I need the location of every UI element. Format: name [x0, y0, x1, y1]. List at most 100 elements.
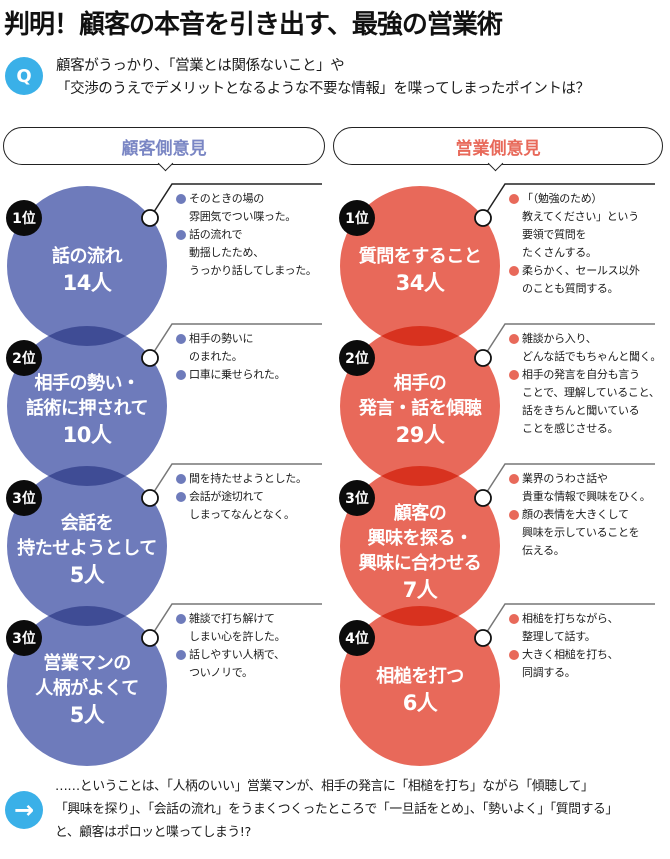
opinion-item: 相手の発言を自分も言うことで、理解していること、話をきちんと聞いていることを感じ…	[509, 366, 660, 438]
conclusion-line: ……ということは、「人柄のいい」営業マンが、相手の発言に「相槌を打ち」ながら「傾…	[55, 779, 594, 794]
rank-label: 相手の勢い・話術に押されて 10人	[7, 371, 167, 449]
rank-circle	[340, 186, 500, 346]
arrow-right-icon: →	[5, 791, 43, 829]
bullet-dot-icon	[509, 266, 519, 276]
opinion-list: 相槌を打ちながら、整理して話す。大きく相槌を打ち、同調する。	[509, 610, 655, 682]
connector-dot	[141, 209, 159, 227]
rank-circle	[340, 606, 500, 766]
conclusion-text: ……ということは、「人柄のいい」営業マンが、相手の発言に「相槌を打ち」ながら「傾…	[55, 775, 667, 844]
opinion-text: 大きく相槌を打ち、同調する。	[522, 648, 619, 679]
opinion-text: 雑談で打ち解けてしまい心を許した。	[189, 612, 286, 643]
opinion-text: 相手の発言を自分も言うことで、理解していること、話をきちんと聞いていることを感じ…	[522, 368, 660, 435]
conclusion-line: 「興味を探り」、「会話の流れ」をうまくつくったところで「一旦話をとめ」、「勢いよ…	[55, 802, 618, 817]
opinion-list: 雑談で打ち解けてしまい心を許した。話しやすい人柄で、ついノリで。	[176, 610, 322, 682]
opinion-text: 「（勉強のため）教えてください」という要領で質問をたくさんする。	[522, 192, 639, 259]
bullet-dot-icon	[176, 650, 186, 660]
bullet-dot-icon	[509, 614, 519, 624]
rank-label-line: 顧客の	[393, 502, 447, 524]
opinion-item: 柔らかく、セールス以外のことも質問する。	[509, 262, 655, 298]
rank-badge: 2位	[6, 340, 42, 376]
rank-circle	[340, 326, 500, 486]
opinion-item: そのときの場の雰囲気でつい喋った。	[176, 190, 322, 226]
rank-badge: 2位	[339, 340, 375, 376]
opinion-text: 相槌を打ちながら、整理して話す。	[522, 612, 619, 643]
opinion-text: そのときの場の雰囲気でつい喋った。	[189, 192, 296, 223]
opinion-item: 雑談で打ち解けてしまい心を許した。	[176, 610, 322, 646]
connector-dot	[474, 489, 492, 507]
opinion-text: 柔らかく、セールス以外のことも質問する。	[522, 264, 640, 295]
opinion-item: 会話が途切れてしまってなんとなく。	[176, 488, 322, 524]
question-line: 「交渉のうえでデメリットとなるような不要な情報」を喋ってしまったポイントは？	[56, 81, 590, 97]
connector-line	[149, 463, 322, 499]
opinion-text: 話の流れで動揺したため、うっかり話してしまった。	[189, 228, 317, 277]
opinion-item: 相槌を打ちながら、整理して話す。	[509, 610, 655, 646]
rank-circle	[7, 606, 167, 766]
rank-label-line: 人柄がよくて	[35, 678, 139, 699]
rank-label-line: 相手の勢い・	[34, 373, 141, 394]
bullet-dot-icon	[509, 370, 519, 380]
opinion-text: 顔の表情を大きくして興味を示していることを伝える。	[522, 508, 640, 557]
rank-circle	[7, 326, 167, 486]
conclusion-line: と、顧客はポロッと喋ってしまう!?	[55, 825, 251, 840]
connector-line	[149, 323, 322, 359]
rank-count: 5人	[69, 703, 105, 727]
rank-circle	[340, 466, 500, 626]
connector-line	[482, 463, 655, 499]
page-title: 判明！顧客の本音を引き出す、最強の営業術	[4, 10, 503, 40]
opinion-list: そのときの場の雰囲気でつい喋った。話の流れで動揺したため、うっかり話してしまった…	[176, 190, 322, 280]
rank-label-line: 営業マンの	[43, 653, 131, 674]
opinion-item: 相手の勢いにのまれた。	[176, 330, 322, 366]
rank-badge: 1位	[6, 200, 42, 236]
rank-label-line: 質問をすること	[358, 245, 482, 267]
rank-circle	[7, 186, 167, 346]
bullet-dot-icon	[176, 230, 186, 240]
rank-label-line: 持たせようとして	[17, 538, 157, 559]
connector-line	[482, 603, 655, 639]
opinion-text: 雑談から入り、どんな話でもちゃんと聞く。	[522, 332, 662, 363]
rank-badge: 3位	[339, 480, 375, 516]
opinion-item: 話の流れで動揺したため、うっかり話してしまった。	[176, 226, 322, 280]
opinion-text: 話しやすい人柄で、ついノリで。	[189, 648, 285, 679]
rank-badge: 3位	[6, 620, 42, 656]
bullet-dot-icon	[176, 194, 186, 204]
opinion-item: 雑談から入り、どんな話でもちゃんと聞く。	[509, 330, 661, 366]
rank-badge: 4位	[339, 620, 375, 656]
bullet-dot-icon	[176, 474, 186, 484]
connector-dot	[474, 629, 492, 647]
opinion-text: 会話が途切れてしまってなんとなく。	[189, 490, 295, 521]
question-text: 顧客がうっかり、「営業とは関係ないこと」や 「交渉のうえでデメリットとなるような…	[56, 55, 666, 101]
rank-count: 5人	[69, 563, 105, 587]
question-line: 顧客がうっかり、「営業とは関係ないこと」や	[56, 58, 345, 74]
rank-count: 10人	[62, 423, 112, 447]
rank-label: 営業マンの人柄がよくて 5人	[7, 651, 167, 729]
opinion-item: 大きく相槌を打ち、同調する。	[509, 646, 655, 682]
connector-dot	[141, 489, 159, 507]
rank-label-line: 相手の	[393, 373, 447, 394]
rank-label-line: 興味に合わせる	[358, 552, 482, 574]
bullet-dot-icon	[509, 194, 519, 204]
connector-line	[149, 183, 322, 219]
opinion-item: 業界のうわさ話や貴重な情報で興味をひく。	[509, 470, 655, 506]
opinion-item: 間を持たせようとした。	[176, 470, 322, 488]
rank-label-line: 発言・話を傾聴	[358, 398, 482, 419]
opinion-item: 「（勉強のため）教えてください」という要領で質問をたくさんする。	[509, 190, 655, 262]
opinion-text: 口車に乗せられた。	[189, 368, 286, 381]
bullet-dot-icon	[176, 614, 186, 624]
connector-dot	[141, 629, 159, 647]
rank-label: 顧客の興味を探る・興味に合わせる 7人	[340, 501, 500, 604]
rank-label-line: 相槌を打つ	[376, 665, 464, 687]
rank-label-line: 話術に押されて	[26, 398, 148, 419]
connector-dot	[474, 349, 492, 367]
opinion-list: 相手の勢いにのまれた。口車に乗せられた。	[176, 330, 322, 384]
bullet-dot-icon	[176, 334, 186, 344]
opinion-list: 「（勉強のため）教えてください」という要領で質問をたくさんする。柔らかく、セール…	[509, 190, 655, 298]
rank-label-line: 興味を探る・	[367, 527, 474, 549]
opinion-list: 雑談から入り、どんな話でもちゃんと聞く。相手の発言を自分も言うことで、理解してい…	[509, 330, 661, 438]
rank-count: 6人	[402, 690, 438, 715]
connector-line	[482, 183, 655, 219]
rank-label-line: 話の流れ	[52, 245, 123, 267]
rank-count: 7人	[402, 577, 438, 602]
